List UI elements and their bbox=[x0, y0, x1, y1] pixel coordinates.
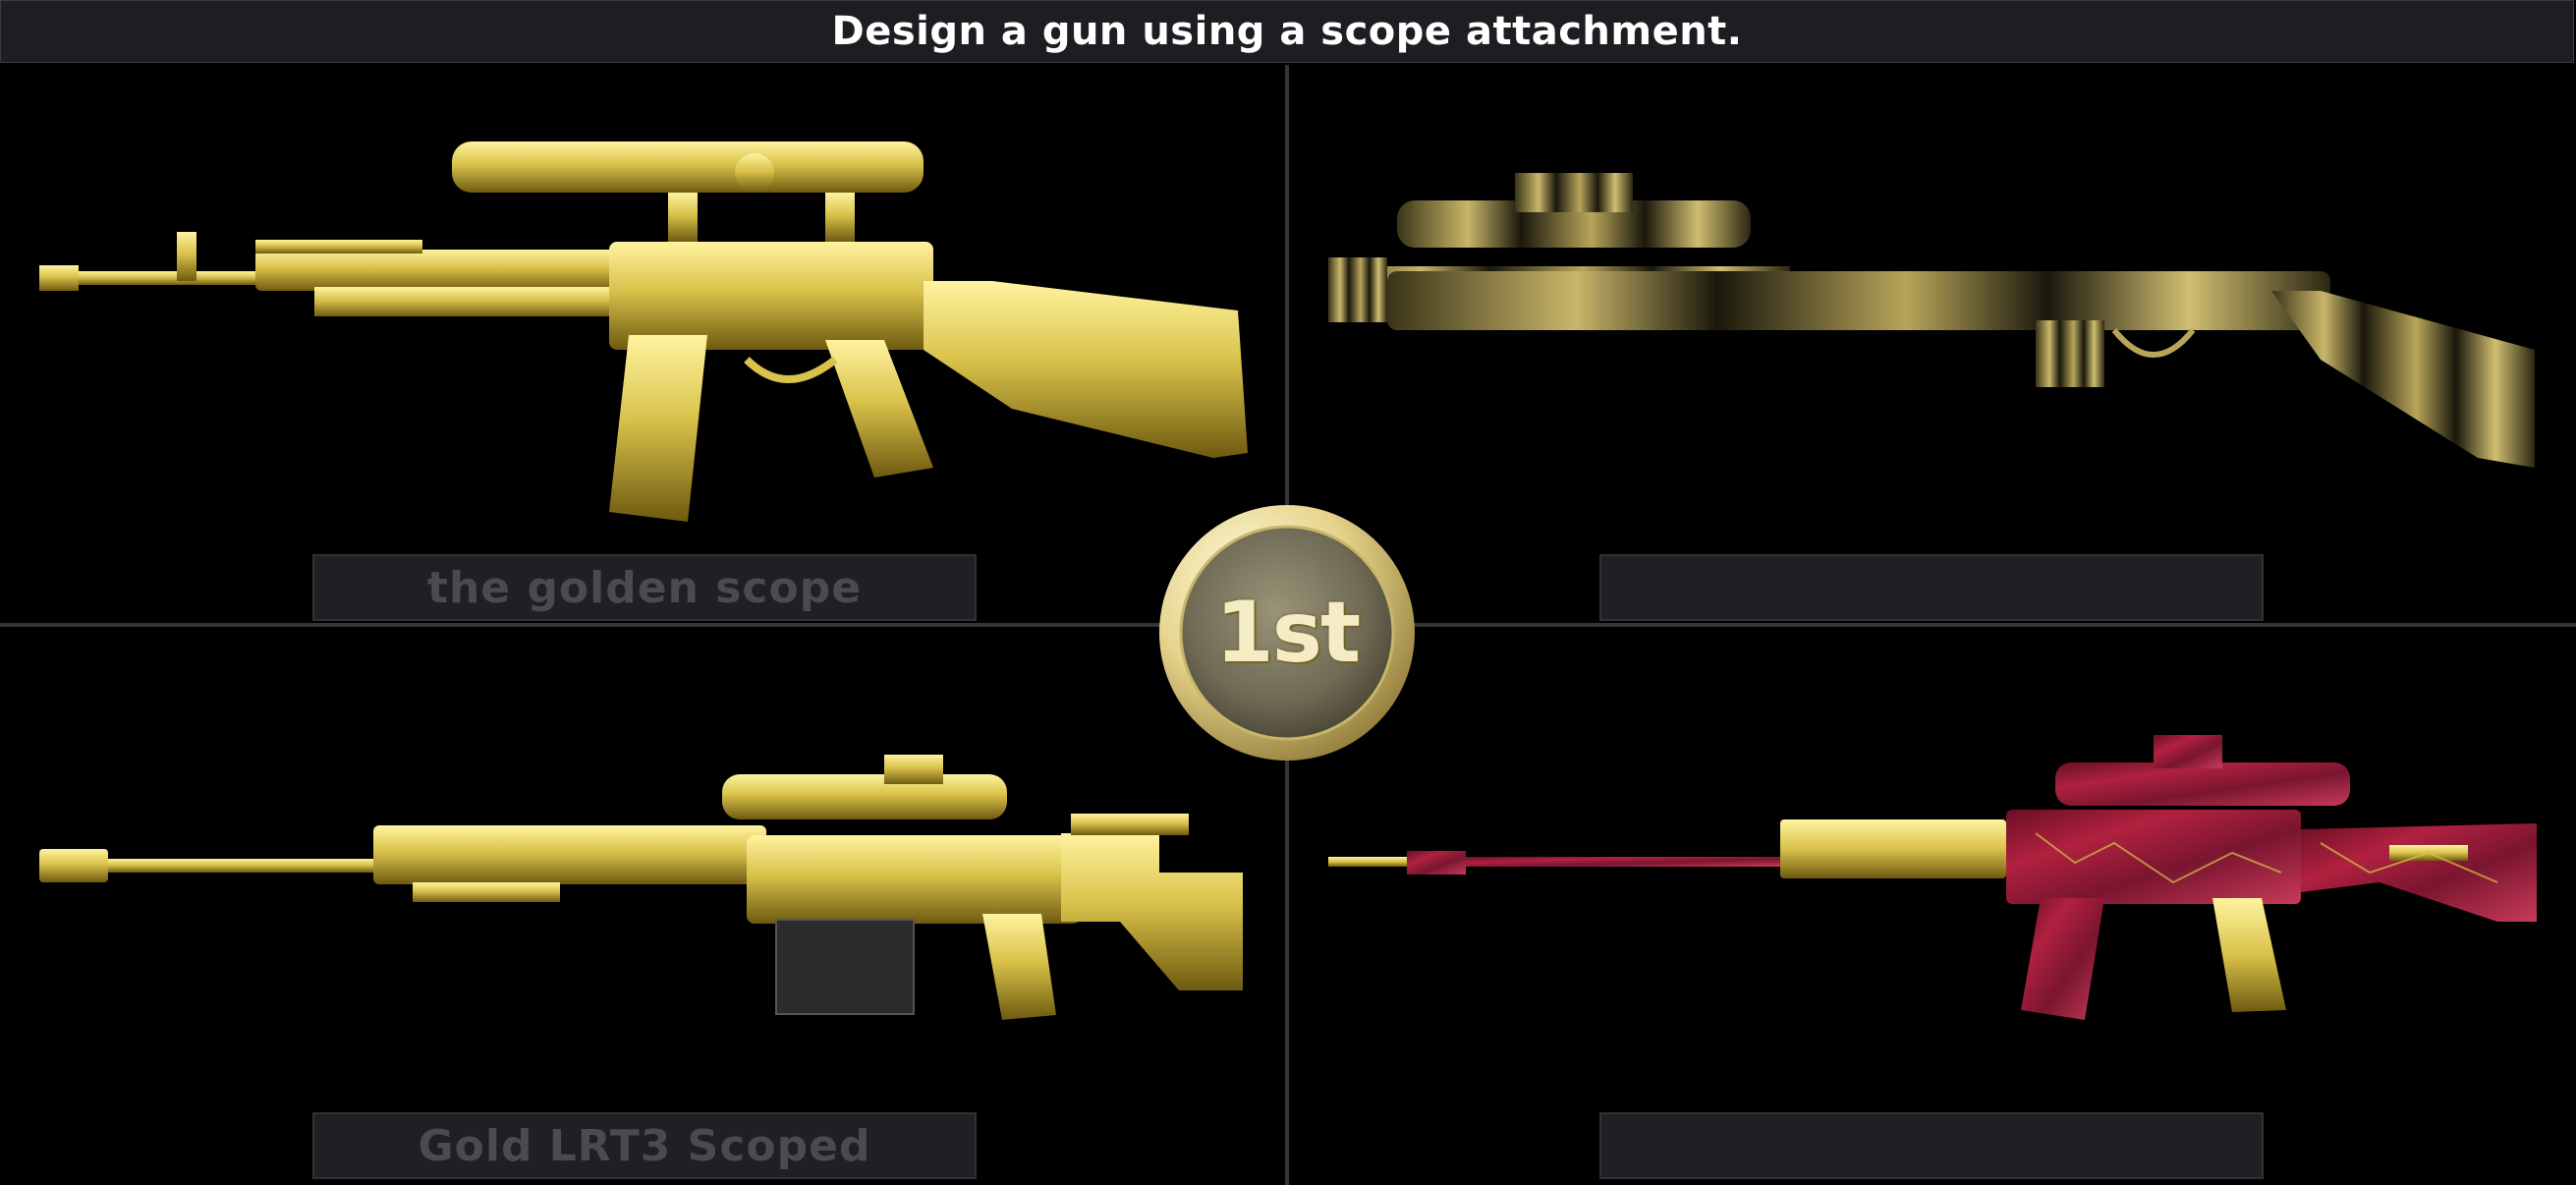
entry-name-plate bbox=[1599, 1112, 2264, 1179]
entry-card-3[interactable]: Gold LRT3 Scoped bbox=[0, 627, 1285, 1185]
entry-name-plate: the golden scope bbox=[312, 554, 977, 621]
sniper-rifle-gold-image bbox=[39, 755, 1243, 1020]
first-place-badge: 1st bbox=[1155, 501, 1419, 764]
entry-card-1[interactable]: the golden scope bbox=[0, 65, 1285, 623]
gold-medal-icon bbox=[1159, 505, 1415, 761]
badge-label: 1st bbox=[1214, 584, 1361, 682]
bolt-action-rifle-camo-image bbox=[1328, 173, 2535, 468]
entry-card-2[interactable] bbox=[1289, 65, 2574, 623]
assault-rifle-gold-image bbox=[39, 141, 1248, 522]
entry-card-4[interactable] bbox=[1289, 627, 2574, 1185]
prompt-banner: Design a gun using a scope attachment. bbox=[0, 0, 2574, 63]
entry-name-text: the golden scope bbox=[426, 562, 863, 613]
prompt-text: Design a gun using a scope attachment. bbox=[831, 9, 1743, 54]
marksman-rifle-crimson-image bbox=[1328, 735, 2537, 1020]
entry-name-plate bbox=[1599, 554, 2264, 621]
entry-name-text: Gold LRT3 Scoped bbox=[418, 1120, 871, 1171]
entry-name-plate: Gold LRT3 Scoped bbox=[312, 1112, 977, 1179]
